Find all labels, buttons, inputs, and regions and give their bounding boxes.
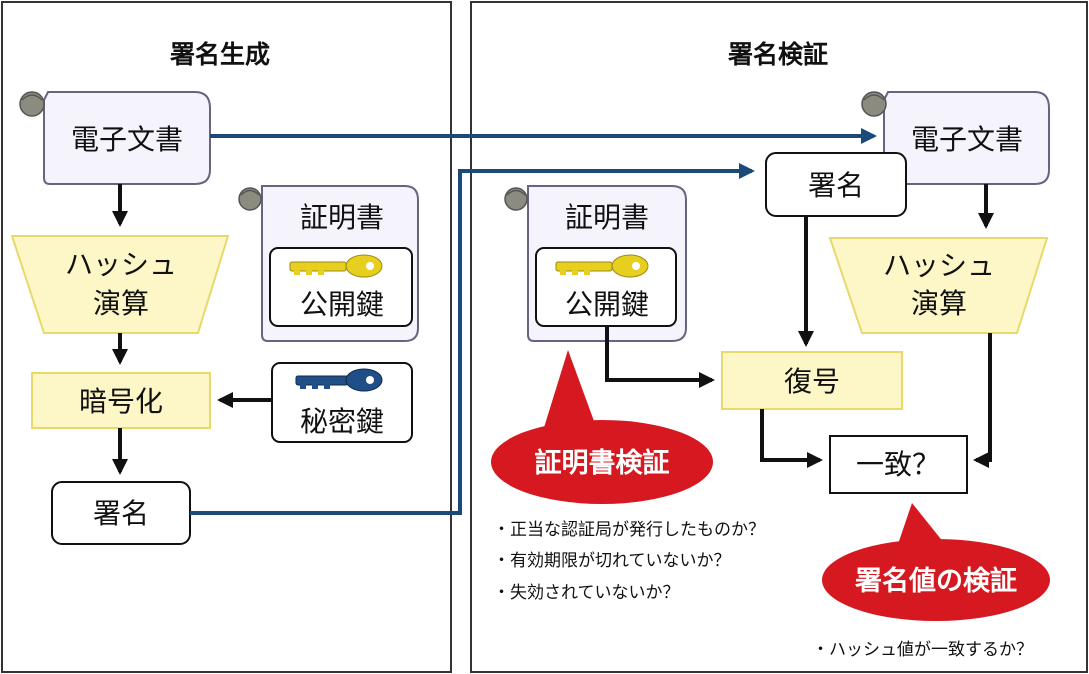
private-key-label: 秘密鍵 [300,405,384,438]
arrow-pubkey-to-decrypt [605,326,715,388]
private-key-box: 秘密鍵 [271,362,413,443]
encrypt-label: 暗号化 [79,385,163,418]
left-signature-label: 署名 [93,497,149,530]
scroll-curl-icon [861,91,887,117]
right-hash-line2: 演算 [911,287,967,320]
certificate-verification-bubble: 証明書検証 [491,350,713,504]
blue-key-icon [295,368,383,392]
left-document-label: 電子文書 [71,123,183,156]
gold-key-icon [289,254,383,278]
cert-check-item: ・失効されていないか？ [493,583,680,603]
left-certificate-label: 証明書 [300,201,384,234]
decrypt-label: 復号 [784,365,840,398]
right-certificate-label: 証明書 [565,201,649,234]
signature-value-label: 署名値の検証 [855,565,1017,597]
gold-key-icon [555,254,649,278]
match-label: 一致？ [856,448,940,481]
match-box: 一致？ [829,435,968,494]
right-signature-box: 署名 [765,152,907,217]
right-signature-label: 署名 [808,169,864,202]
right-document-scroll: 電子文書 [861,91,1050,185]
scroll-curl-icon [19,91,45,117]
left-hash-operation: ハッシュ 演算 [10,235,230,334]
signature-value-bubble: 署名値の検証 [822,503,1050,621]
left-hash-line1: ハッシュ [65,248,177,281]
right-public-key-label: 公開鍵 [565,288,649,321]
arrow-hash-to-match [973,333,992,468]
right-hash-operation: ハッシュ 演算 [828,237,1049,334]
cert-check-item: ・正当な認証局が発行したものか？ [493,520,765,540]
sig-check-item: ・ハッシュ値が一致するか？ [812,640,1033,660]
right-hash-line1: ハッシュ [883,249,995,282]
cert-check-item: ・有効期限が切れていないか？ [493,551,731,571]
scroll-curl-icon [238,187,262,211]
blue-arrow-signature-transfer [190,163,755,515]
encrypt-box: 暗号化 [31,372,211,429]
right-document-label: 電子文書 [911,123,1023,156]
left-certificate-scroll: 証明書 公開鍵 [238,185,419,342]
right-certificate-scroll: 証明書 公開鍵 [504,185,687,342]
arrow-decrypt-to-match [760,409,823,468]
left-document-scroll: 電子文書 [19,91,211,185]
decrypt-box: 復号 [721,351,903,410]
left-public-key-label: 公開鍵 [300,288,384,321]
right-panel-title: 署名検証 [728,40,828,69]
right-panel-frame [470,1,1088,673]
left-hash-line2: 演算 [93,287,149,320]
certificate-verification-label: 証明書検証 [535,447,670,479]
left-signature-box: 署名 [51,481,191,545]
left-panel-title: 署名生成 [170,40,270,69]
left-panel-frame [1,1,452,673]
scroll-curl-icon [504,187,528,211]
